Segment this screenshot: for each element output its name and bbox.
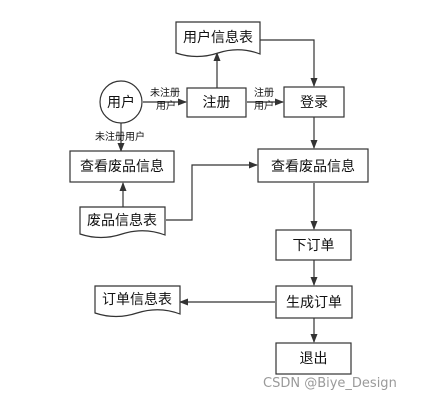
- place-order-label: 下订单: [293, 238, 335, 254]
- waste-info-table-label: 废品信息表: [87, 212, 157, 229]
- place-order-node: 下订单: [275, 229, 352, 261]
- logout-label: 退出: [300, 351, 328, 367]
- view-waste-left-node: 查看废品信息: [69, 150, 175, 183]
- user-info-table-label: 用户信息表: [183, 29, 253, 46]
- edge-label-unregistered-down: 未注册用户: [95, 130, 145, 143]
- logout-node: 退出: [275, 342, 352, 375]
- login-node: 登录: [283, 86, 345, 118]
- edge-label-registered-2: 用户: [254, 99, 274, 112]
- user-info-table-node: 用户信息表: [175, 21, 261, 58]
- edge-label-registered-1: 注册: [254, 86, 274, 99]
- user-label: 用户: [107, 94, 135, 111]
- edge-user-table-to-login: [260, 39, 318, 87]
- order-info-table-node: 订单信息表: [94, 285, 181, 318]
- order-info-table-label: 订单信息表: [102, 291, 172, 308]
- view-waste-right-label: 查看废品信息: [271, 158, 355, 175]
- register-node: 注册: [186, 87, 247, 118]
- view-waste-left-label: 查看废品信息: [80, 158, 164, 175]
- watermark: CSDN @Biye_Design: [263, 376, 397, 391]
- generate-order-node: 生成订单: [275, 285, 353, 319]
- view-waste-right-node: 查看废品信息: [257, 148, 369, 183]
- waste-info-table-node: 废品信息表: [79, 206, 166, 239]
- user-node: 用户: [99, 80, 143, 124]
- edge-label-unregistered-2: 用户: [156, 99, 176, 112]
- edge-waste-table-to-view-waste-right: [166, 161, 258, 221]
- login-label: 登录: [300, 95, 328, 111]
- edge-label-unregistered-1: 未注册: [150, 86, 180, 99]
- generate-order-label: 生成订单: [286, 295, 342, 311]
- register-label: 注册: [203, 95, 231, 111]
